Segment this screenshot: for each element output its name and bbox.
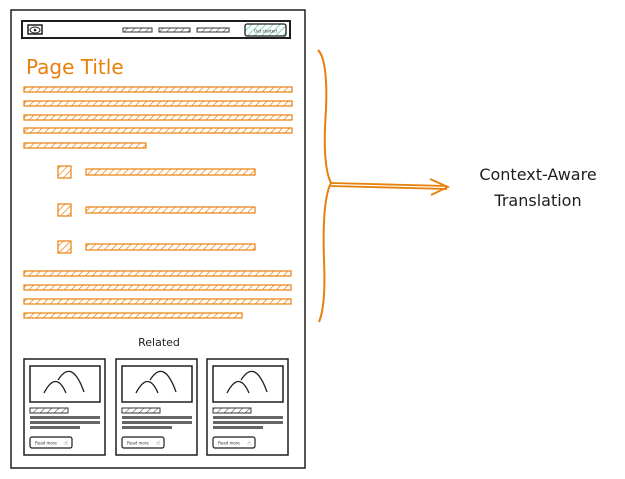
arrow-right bbox=[330, 178, 451, 196]
nav-link[interactable] bbox=[196, 27, 230, 33]
read-more-button[interactable]: Read more ☝ bbox=[212, 436, 256, 449]
page-frame bbox=[10, 9, 306, 469]
card-text-bar bbox=[213, 426, 263, 429]
card-text-bar bbox=[122, 416, 192, 419]
related-heading: Related bbox=[138, 336, 180, 349]
read-more-button[interactable]: Read more ☝ bbox=[29, 436, 73, 449]
card-text-bar bbox=[122, 421, 192, 424]
card-title-bar bbox=[212, 407, 252, 414]
card-text-bar bbox=[213, 421, 283, 424]
nav-link[interactable] bbox=[122, 27, 153, 33]
pointer-icon: ☝ bbox=[64, 440, 68, 447]
read-more-label: Read more bbox=[35, 441, 57, 446]
bullet-icon bbox=[57, 165, 72, 179]
annotation-line2: Translation bbox=[493, 191, 581, 210]
related-card[interactable]: Read more ☝ bbox=[115, 358, 198, 456]
header-bar: Get started bbox=[21, 20, 291, 39]
related-card[interactable]: Read more ☝ bbox=[23, 358, 106, 456]
mountain-image-icon bbox=[121, 365, 193, 403]
mountain-image-icon bbox=[29, 365, 101, 403]
mountain-image-icon bbox=[212, 365, 284, 403]
curly-brace bbox=[317, 49, 333, 323]
card-text-bar bbox=[213, 416, 283, 419]
related-card[interactable]: Read more ☝ bbox=[206, 358, 289, 456]
card-title-bar bbox=[29, 407, 69, 414]
bullet-icon bbox=[57, 240, 72, 254]
card-title-bar bbox=[121, 407, 161, 414]
page-title: Page Title bbox=[26, 55, 124, 79]
read-more-button[interactable]: Read more ☝ bbox=[121, 436, 165, 449]
annotation-line1: Context-Aware bbox=[479, 165, 596, 184]
read-more-label: Read more bbox=[127, 441, 149, 446]
eye-logo-icon bbox=[27, 24, 43, 35]
bullet-list bbox=[57, 165, 256, 254]
pointer-icon: ☝ bbox=[247, 440, 251, 447]
cta-button[interactable]: Get started bbox=[244, 23, 287, 37]
nav-link[interactable] bbox=[158, 27, 191, 33]
paragraph-top bbox=[23, 86, 293, 149]
card-text-bar bbox=[122, 426, 172, 429]
paragraph-bottom bbox=[23, 270, 292, 319]
pointer-icon: ☝ bbox=[156, 440, 160, 447]
card-text-bar bbox=[30, 416, 100, 419]
card-text-bar bbox=[30, 421, 100, 424]
card-text-bar bbox=[30, 426, 80, 429]
cta-label: Get started bbox=[254, 29, 277, 34]
bullet-icon bbox=[57, 203, 72, 217]
read-more-label: Read more bbox=[218, 441, 240, 446]
